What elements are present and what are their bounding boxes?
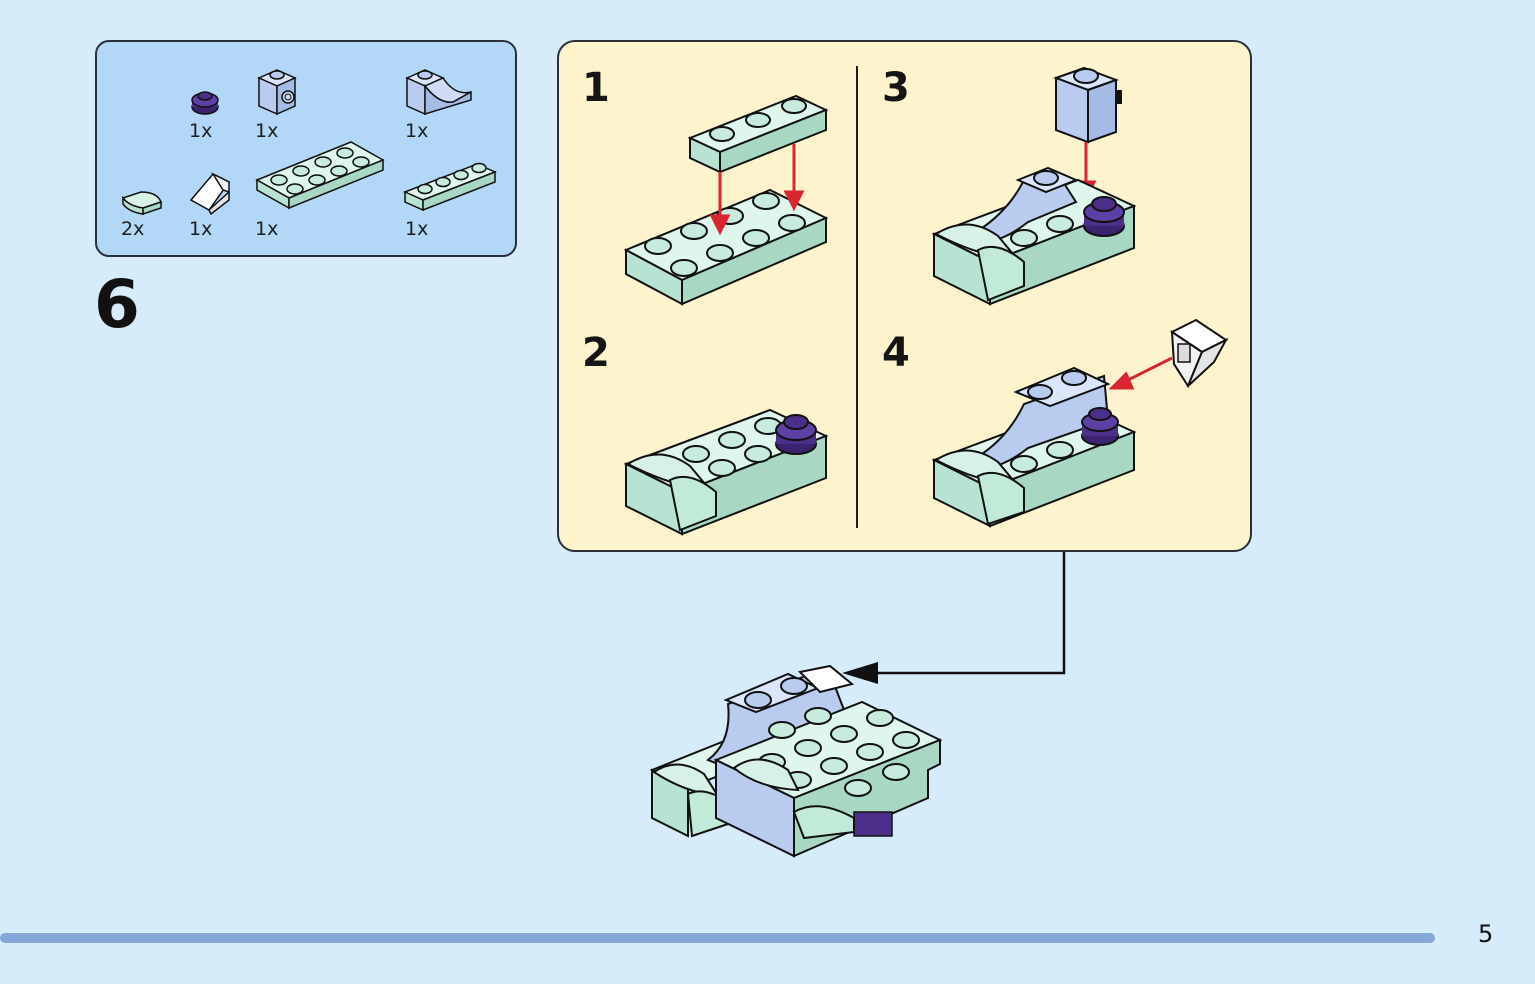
connector-arrow (842, 552, 1066, 684)
page-number: 5 (1478, 920, 1494, 948)
final-model-illustration (649, 664, 943, 858)
substep-3-illustration (931, 66, 1137, 306)
substep-label-4: 4 (882, 330, 910, 376)
slope-icon (189, 172, 231, 216)
qty-round-plate: 1x (189, 120, 213, 142)
plate-1x4-icon (403, 162, 497, 212)
qty-quarter-tile: 2x (121, 218, 145, 240)
substep-1-illustration (623, 94, 829, 306)
parts-list-box: 1x 1x 1x 2x 1x (95, 40, 517, 257)
qty-curved-slope: 1x (405, 120, 429, 142)
round-plate-icon (191, 91, 219, 115)
progress-bar (0, 933, 1435, 943)
qty-brick-side-stud: 1x (255, 120, 279, 142)
curved-slope-icon (405, 69, 472, 116)
substep-4-illustration (931, 318, 1229, 528)
substep-label-2: 2 (582, 330, 610, 376)
step-number: 6 (94, 266, 140, 343)
plate-2x4-icon (255, 141, 385, 210)
substep-2-illustration (623, 408, 829, 536)
brick-side-stud-icon (257, 69, 297, 116)
substep-divider (856, 66, 858, 528)
qty-plate-2x4: 1x (255, 218, 279, 240)
quarter-tile-icon (121, 191, 162, 216)
substep-label-1: 1 (582, 65, 610, 111)
substep-label-3: 3 (882, 65, 910, 111)
qty-plate-1x4: 1x (405, 218, 429, 240)
qty-slope: 1x (189, 218, 213, 240)
